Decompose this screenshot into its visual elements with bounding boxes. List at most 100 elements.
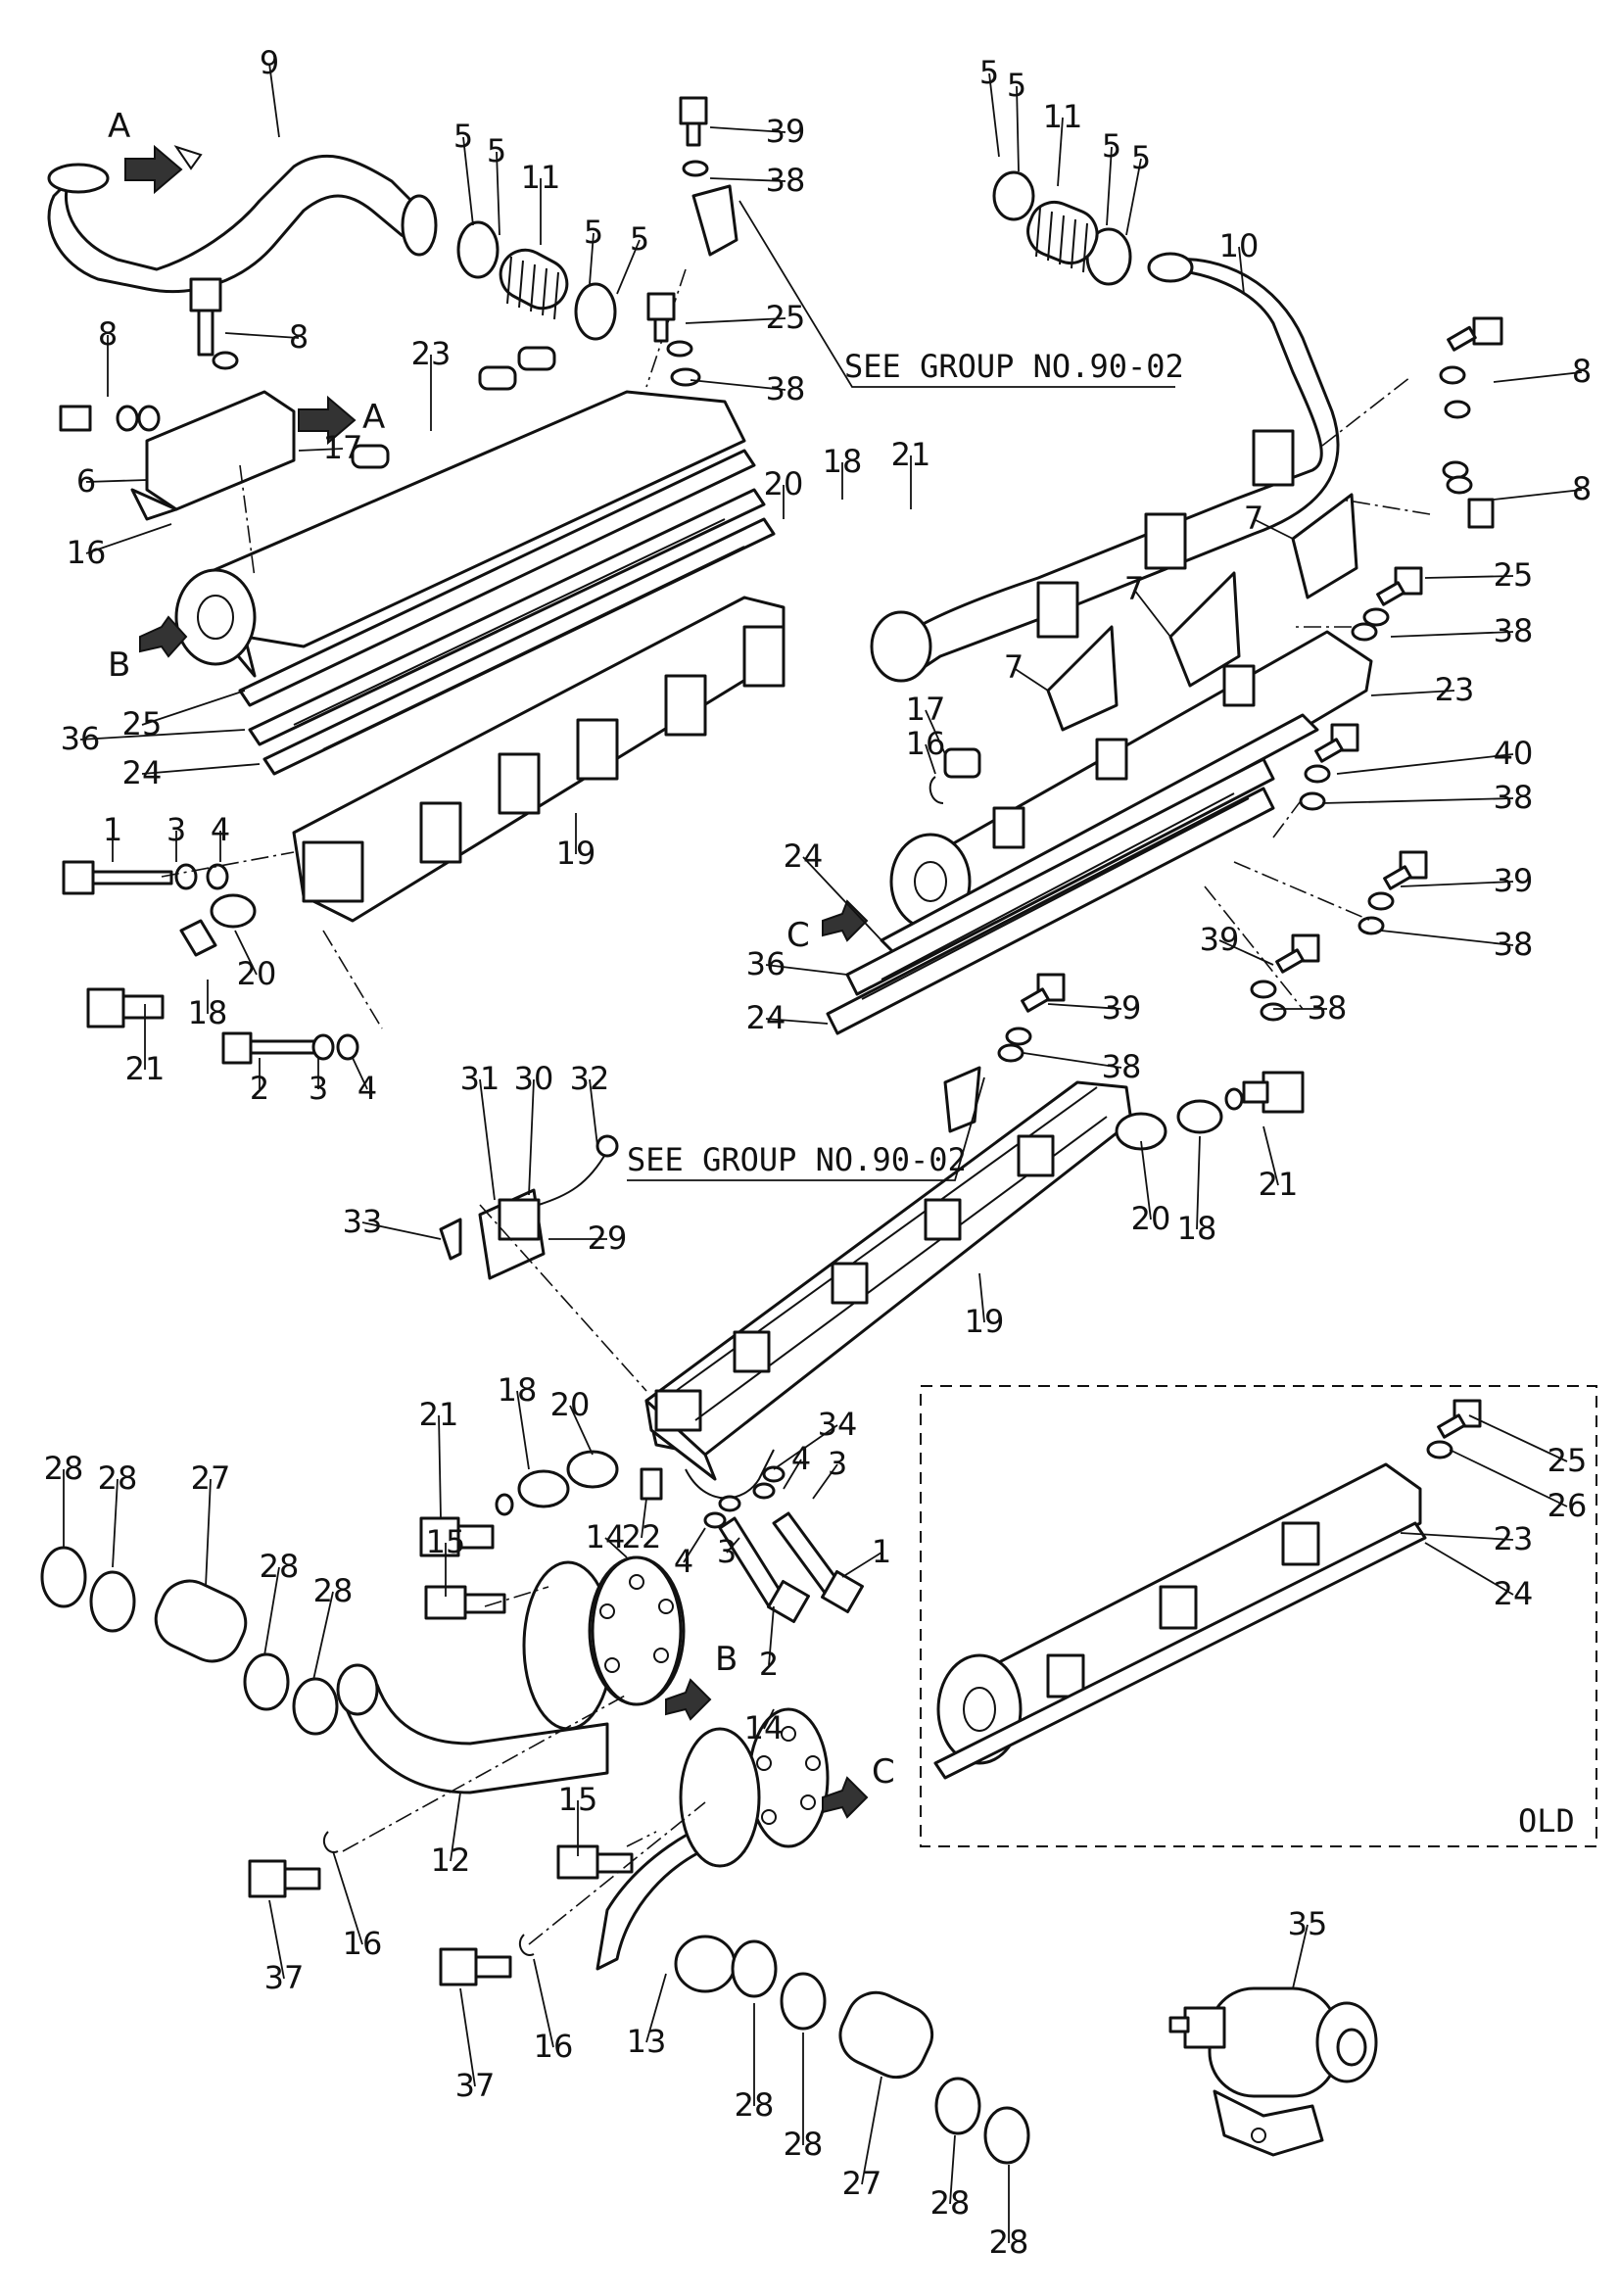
manifold-19-left (292, 596, 786, 923)
callout-part-8: 8 (1572, 470, 1592, 507)
callout-leader (141, 690, 246, 726)
callout-leader (533, 1958, 554, 2048)
callout-part-23: 23 (411, 335, 452, 372)
callout-leader (1449, 1449, 1568, 1507)
callout-leader (1218, 939, 1274, 966)
callout-part-27: 27 (842, 2165, 882, 2202)
callout-leader (1424, 575, 1514, 579)
callout-part-11: 11 (521, 159, 561, 196)
callout-part-33: 33 (343, 1203, 383, 1240)
callout-leader (988, 72, 1000, 158)
bolt-washer-25-38-top (646, 292, 701, 387)
callout-part-24: 24 (1494, 1575, 1534, 1612)
callout-part-28: 28 (98, 1459, 138, 1497)
callout-part-4: 4 (211, 811, 230, 848)
arrow-a-right-label: A (362, 398, 385, 437)
callout-part-20: 20 (237, 955, 277, 992)
callout-leader (812, 1463, 838, 1500)
callout-part-3: 3 (828, 1445, 847, 1482)
bolts-right-upper (1250, 566, 1428, 1022)
callout-part-3: 3 (717, 1533, 737, 1570)
callout-part-40: 40 (1494, 735, 1534, 772)
arrow-c-left-label: C (786, 916, 810, 955)
sensor-29-33 (439, 1134, 619, 1280)
callout-leader (1023, 1052, 1122, 1069)
callout-part-3: 3 (167, 811, 186, 848)
arrow-b-right-label: B (715, 1640, 738, 1679)
callout-part-19: 19 (556, 835, 596, 872)
callout-part-37: 37 (455, 2067, 496, 2104)
callout-part-20: 20 (764, 465, 804, 502)
nut-ring-16-17-right (929, 747, 981, 804)
callout-part-37: 37 (264, 1959, 305, 1996)
callout-leader (1133, 589, 1171, 638)
callout-part-26: 26 (1548, 1487, 1588, 1524)
bracket-39-38-mid (943, 973, 1066, 1133)
callout-part-17: 17 (323, 429, 363, 466)
callout-part-18: 18 (1177, 1210, 1217, 1247)
callout-leader (112, 1478, 119, 1568)
callout-leader (978, 1272, 985, 1323)
washer-set-8-left (59, 277, 239, 432)
callout-part-8: 8 (98, 315, 118, 353)
callout-part-5: 5 (630, 220, 649, 258)
callout-part-2: 2 (250, 1070, 269, 1107)
callout-leader (1238, 246, 1245, 295)
callout-leader (690, 379, 786, 391)
callout-part-21: 21 (125, 1050, 166, 1087)
callout-part-21: 21 (419, 1396, 459, 1433)
see-group-note-top: SEE GROUP NO.90-02 (844, 348, 1184, 385)
callout-part-23: 23 (1435, 671, 1475, 708)
callout-part-10: 10 (1219, 227, 1260, 264)
bellows-11-left (499, 248, 569, 320)
callout-part-2: 2 (759, 1646, 779, 1683)
callout-leader (450, 1792, 461, 1862)
callout-part-39: 39 (1102, 989, 1142, 1027)
pipe-9 (47, 145, 438, 294)
callout-part-5: 5 (1102, 127, 1121, 165)
callout-leader (516, 1390, 530, 1470)
callout-leader (1493, 489, 1583, 501)
callout-leader (616, 239, 641, 295)
callout-part-5: 5 (584, 214, 603, 251)
callout-part-38: 38 (1494, 612, 1534, 649)
callout-part-32: 32 (570, 1060, 610, 1097)
callout-part-23: 23 (1494, 1520, 1534, 1557)
callout-part-20: 20 (1131, 1200, 1171, 1237)
callout-part-34: 34 (818, 1406, 858, 1443)
callout-leader (1400, 1532, 1514, 1541)
callout-part-1: 1 (103, 811, 122, 848)
callout-part-21: 21 (891, 436, 931, 473)
callout-leader (268, 1899, 285, 1980)
callout-part-9: 9 (260, 44, 279, 81)
callout-part-8: 8 (1572, 353, 1592, 390)
callout-part-39: 39 (766, 113, 806, 150)
callout-part-36: 36 (746, 945, 786, 982)
callout-part-4: 4 (791, 1440, 811, 1477)
callout-leader (1424, 1542, 1514, 1596)
callout-part-7: 7 (1244, 500, 1263, 537)
callout-part-28: 28 (313, 1572, 354, 1609)
callout-leader (802, 856, 882, 941)
callout-part-14: 14 (744, 1709, 785, 1746)
callout-part-28: 28 (44, 1450, 84, 1487)
callout-part-5: 5 (979, 54, 999, 91)
callout-part-1: 1 (872, 1533, 891, 1570)
callout-leader (1292, 1924, 1309, 1989)
callout-leader (709, 126, 786, 133)
callout-part-5: 5 (1131, 139, 1151, 176)
callout-part-14: 14 (586, 1518, 626, 1555)
callout-part-15: 15 (558, 1781, 598, 1818)
callout-part-4: 4 (674, 1543, 693, 1580)
bolts-37-16 (248, 1831, 535, 1986)
callout-leader (1390, 631, 1514, 638)
callout-part-25: 25 (1548, 1442, 1588, 1479)
callout-leader (352, 1057, 368, 1090)
callout-leader (1253, 518, 1294, 540)
callout-leader (641, 1498, 647, 1539)
callout-part-21: 21 (1259, 1166, 1299, 1203)
callout-part-38: 38 (1102, 1048, 1142, 1085)
callout-leader (683, 1527, 706, 1563)
callout-part-12: 12 (431, 1842, 471, 1879)
arrow-a-left (124, 144, 183, 195)
